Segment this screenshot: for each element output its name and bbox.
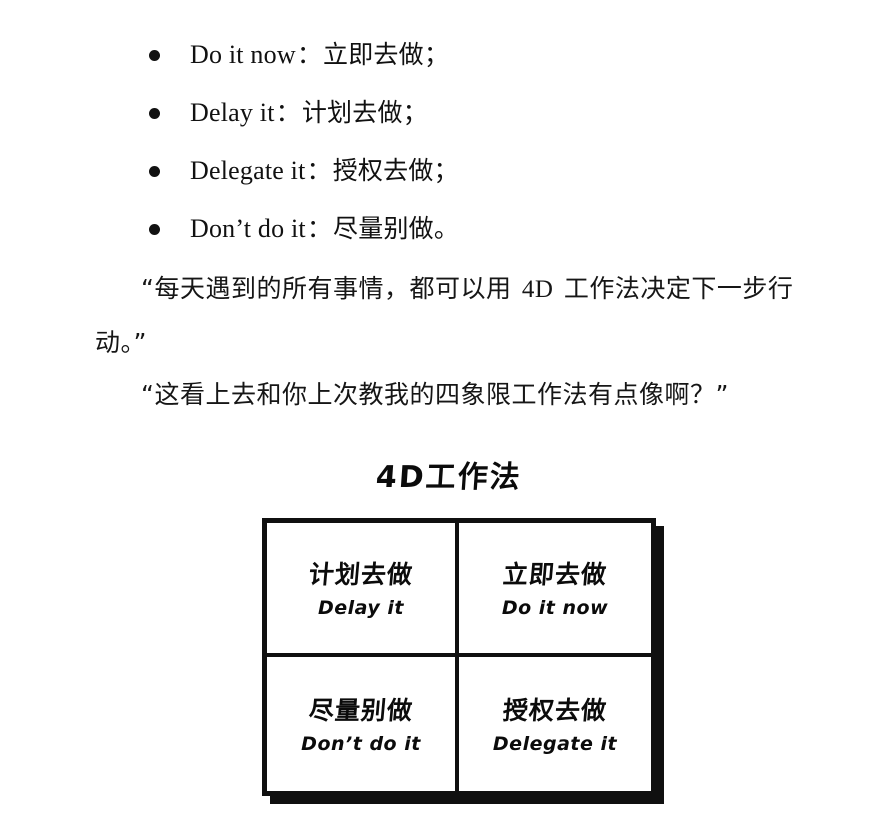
- bullet-dot-icon: [149, 107, 160, 119]
- list-item: Delegate it：授权去做；: [140, 142, 780, 200]
- quadrant-label-en: Delegate it: [492, 732, 618, 755]
- quote-1-term-4d: 4D: [521, 276, 554, 303]
- quote-1-text-b: 工作法决定下一步行动。”: [95, 274, 794, 357]
- list-item-separator: ：: [296, 40, 323, 69]
- bullet-dot-icon: [149, 223, 160, 235]
- list-item: Don’t do it：尽量别做。: [140, 200, 780, 258]
- list-item-text: Delegate it：授权去做；: [190, 158, 459, 184]
- quadrant-top-left: 计划去做 Delay it: [267, 523, 459, 657]
- list-item-text: Do it now：立即去做；: [190, 42, 449, 68]
- list-item-term: Delegate it: [190, 156, 306, 185]
- quadrant-label-en: Do it now: [501, 596, 609, 619]
- quote-paragraph-1: “每天遇到的所有事情，都可以用 4D 工作法决定下一步行动。”: [95, 262, 805, 369]
- quadrant-label-cn: 计划去做: [307, 560, 415, 590]
- bullet-dot-icon: [149, 49, 160, 61]
- quadrant-label-en: Don’t do it: [301, 732, 421, 755]
- diagram-title: 4D工作法: [374, 460, 523, 495]
- bullet-dot-icon: [149, 165, 160, 177]
- matrix-grid: 计划去做 Delay it 立即去做 Do it now 尽量别做 Don’t …: [262, 518, 656, 796]
- list-item-text: Delay it：计划去做；: [190, 100, 428, 126]
- matrix-container: 计划去做 Delay it 立即去做 Do it now 尽量别做 Don’t …: [262, 518, 664, 804]
- list-item-term: Delay it: [190, 98, 275, 127]
- list-item-gloss: 立即去做；: [323, 40, 450, 69]
- list-item-gloss: 授权去做；: [332, 156, 459, 185]
- quote-1-text-a: “每天遇到的所有事情，都可以用: [141, 274, 520, 303]
- list-item: Do it now：立即去做；: [140, 26, 780, 84]
- list-item: Delay it：计划去做；: [140, 84, 780, 142]
- quadrant-label-cn: 尽量别做: [307, 696, 415, 726]
- quadrant-label-cn: 授权去做: [501, 696, 609, 726]
- quadrant-label-en: Delay it: [317, 596, 404, 619]
- list-item-gloss: 计划去做；: [301, 98, 428, 127]
- quadrant-top-right: 立即去做 Do it now: [459, 523, 651, 657]
- list-item-separator: ：: [306, 156, 332, 185]
- quadrant-label-cn: 立即去做: [501, 560, 609, 590]
- list-item-gloss: 尽量别做。: [333, 214, 460, 243]
- list-item-term: Do it now: [190, 40, 296, 69]
- quote-paragraph-2: “这看上去和你上次教我的四象限工作法有点像啊？”: [141, 380, 729, 409]
- quadrant-bottom-right: 授权去做 Delegate it: [459, 657, 651, 791]
- bullet-list: Do it now：立即去做； Delay it：计划去做； Delegate …: [140, 26, 780, 258]
- list-item-term: Don’t do it: [190, 214, 306, 243]
- list-item-text: Don’t do it：尽量别做。: [190, 216, 459, 242]
- quadrant-bottom-left: 尽量别做 Don’t do it: [267, 657, 459, 791]
- list-item-separator: ：: [306, 214, 333, 243]
- list-item-separator: ：: [275, 98, 301, 127]
- four-d-matrix-diagram: 4D工作法 计划去做 Delay it 立即去做 Do it now 尽量别做 …: [240, 452, 670, 812]
